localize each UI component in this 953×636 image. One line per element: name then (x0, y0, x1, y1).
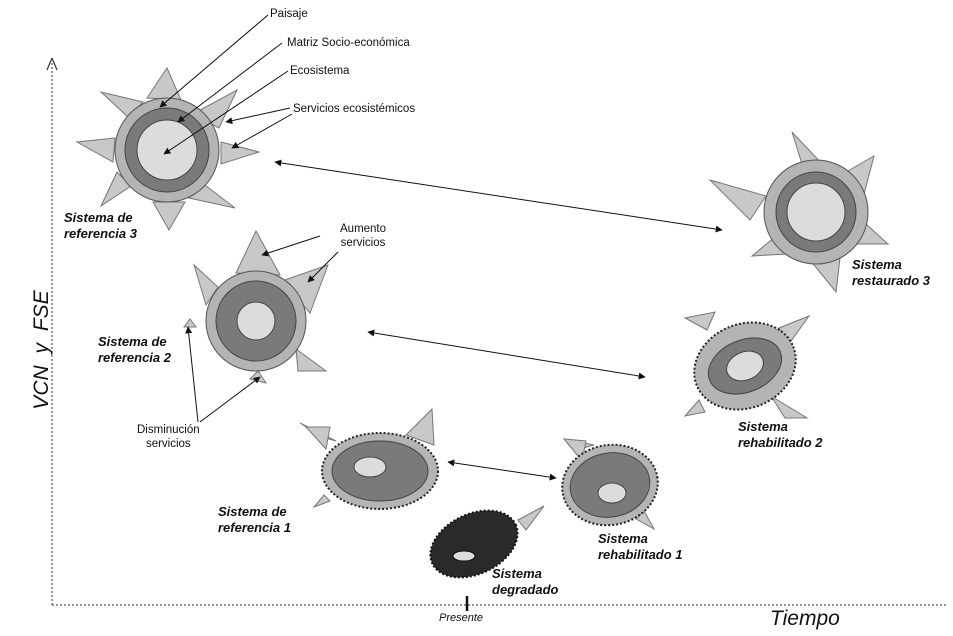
y-axis-label: VCN y FSE (30, 290, 53, 410)
legend-pointers (159, 14, 293, 155)
system-restaurado-3 (708, 131, 890, 294)
service-triangle (304, 426, 331, 451)
pointer-disminucion-a (185, 326, 199, 423)
label-sistema-referencia-2: Sistema de referencia 2 (98, 334, 171, 366)
pointer-paisaje (159, 14, 269, 108)
label-rehab1-line2: rehabilitado 1 (598, 547, 683, 562)
label-aumento-line1: Aumento (340, 223, 387, 235)
disminucion-triangle (183, 318, 197, 328)
label-disminucion-line1: Disminución (137, 424, 200, 436)
degraded-landscape (429, 509, 519, 579)
service-triangle (146, 66, 182, 101)
arrow-ref2-rehab2 (367, 329, 646, 380)
label-rehab2-line2: rehabilitado 2 (738, 435, 823, 450)
label-ref2-line1: Sistema de (98, 334, 167, 349)
service-triangle (517, 505, 545, 531)
service-triangle (192, 263, 219, 307)
pointer-disminucion-b (199, 376, 261, 423)
aumento-triangle (235, 229, 281, 276)
system-referencia-3 (75, 66, 261, 232)
ecosistema-core (726, 350, 764, 382)
service-triangle (220, 141, 261, 165)
label-aumento-servicios: Aumento servicios (340, 222, 386, 250)
service-triangle (683, 311, 716, 331)
label-sistema-referencia-1: Sistema de referencia 1 (218, 504, 291, 536)
label-servicios: Servicios ecosistémicos (293, 103, 416, 115)
ecosistema-core (136, 119, 198, 181)
label-rest3-line1: Sistema (852, 257, 902, 272)
comparison-arrows (274, 159, 723, 481)
label-ref1-line1: Sistema de (218, 504, 287, 519)
label-rehab1-line1: Sistema (598, 531, 648, 546)
ecosistema-core (597, 482, 627, 504)
y-axis-arrow-icon (46, 57, 58, 71)
service-triangle (683, 399, 706, 417)
label-ref3-line1: Sistema de (64, 210, 133, 225)
service-triangle (770, 395, 809, 419)
ecosistema-core (786, 182, 846, 242)
label-sistema-referencia-3: Sistema de referencia 3 (64, 210, 137, 242)
label-sistema-restaurado-3: Sistema restaurado 3 (852, 257, 930, 289)
pointer-aumento-b (307, 251, 339, 283)
label-ecosistema: Ecosistema (290, 65, 350, 77)
label-degradado-line1: Sistema (492, 566, 542, 581)
disminucion-triangle (249, 370, 268, 384)
label-sistema-rehabilitado-2: Sistema rehabilitado 2 (738, 419, 823, 451)
label-paisaje: Paisaje (270, 8, 308, 20)
label-sistema-rehabilitado-1: Sistema rehabilitado 1 (598, 531, 683, 563)
service-triangle (295, 347, 328, 372)
label-disminucion-line2: servicios (145, 438, 191, 450)
system-referencia-1 (299, 407, 439, 510)
label-ref1-line2: referencia 1 (218, 520, 291, 535)
system-rehabilitado-1 (561, 438, 659, 531)
arrow-ref3-restaurado3 (274, 159, 723, 233)
pointer-ecosistema (163, 70, 289, 155)
label-matriz: Matriz Socio-económica (287, 37, 410, 49)
degraded-core (452, 550, 476, 562)
service-triangle (708, 178, 767, 221)
label-degradado-line2: degradado (492, 582, 559, 597)
arrow-ref1-rehab1 (447, 459, 557, 481)
pointer-aumento-a (261, 235, 321, 257)
label-ref3-line2: referencia 3 (64, 226, 137, 241)
service-triangle (152, 201, 186, 232)
service-triangle (75, 137, 116, 163)
present-label: Presente (439, 612, 484, 624)
service-triangle (312, 494, 331, 509)
label-aumento-line2: servicios (340, 237, 386, 249)
label-sistema-degradado: Sistema degradado (492, 566, 558, 598)
label-ref2-line2: referencia 2 (98, 350, 171, 365)
pointer-matriz (177, 42, 283, 123)
label-rehab2-line1: Sistema (738, 419, 788, 434)
system-rehabilitado-2 (683, 311, 811, 419)
ecosistema-core (353, 456, 387, 478)
system-degradado (429, 505, 545, 579)
ecosistema-core (236, 301, 276, 341)
label-rest3-line2: restaurado 3 (852, 273, 931, 288)
label-disminucion-servicios: Disminución servicios (137, 423, 200, 451)
axes (46, 57, 948, 611)
pointer-servicios-a (225, 107, 291, 125)
x-axis-label: Tiempo (770, 607, 840, 630)
service-triangle (405, 407, 435, 446)
pointer-servicios-b (231, 113, 293, 149)
system-referencia-2 (183, 229, 329, 384)
service-pointers (185, 235, 339, 423)
